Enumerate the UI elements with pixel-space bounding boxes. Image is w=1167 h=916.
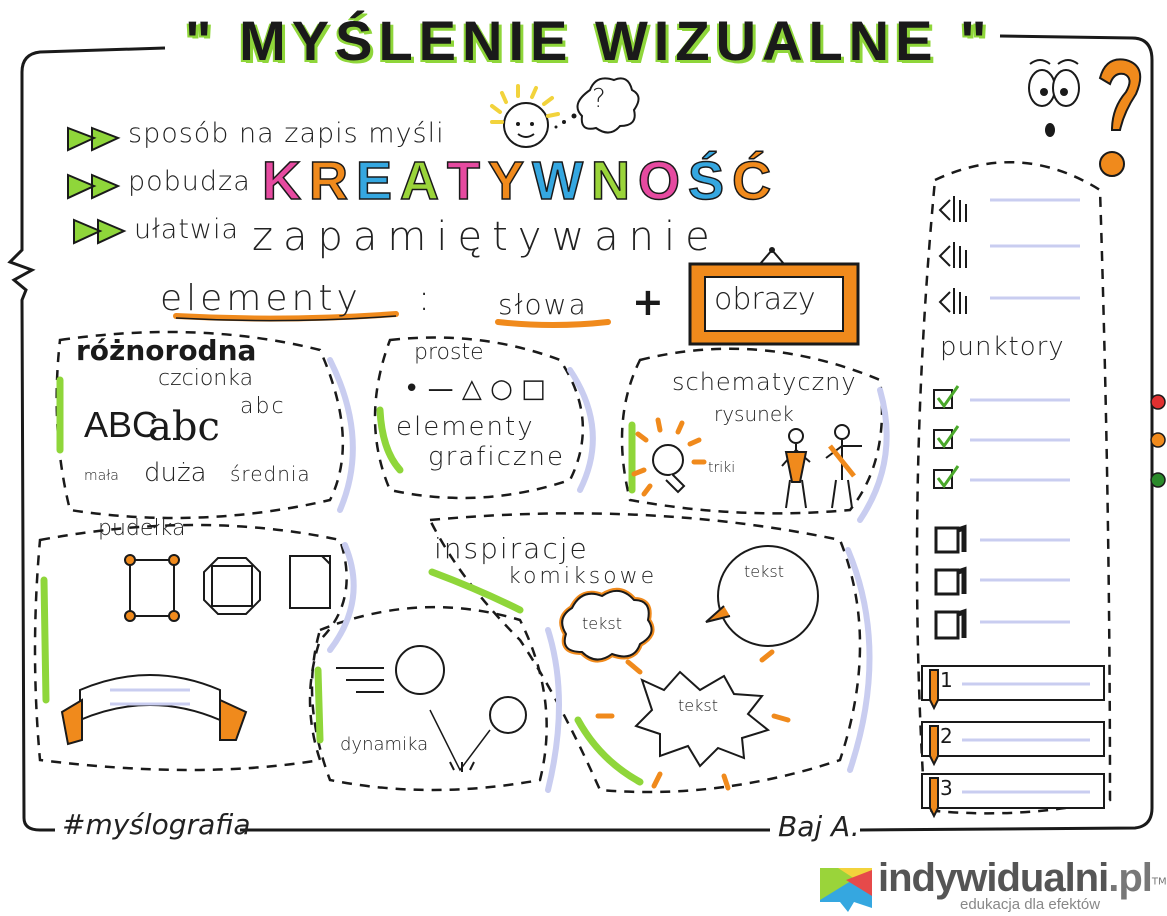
font-sample: abc bbox=[148, 404, 220, 450]
obrazy-label: obrazy bbox=[714, 282, 816, 317]
kreatywnosc-letter: K bbox=[261, 150, 309, 212]
number-label: 1 bbox=[940, 668, 953, 692]
simple-line1: elementy bbox=[396, 412, 535, 442]
fonts-heading: różnorodna bbox=[76, 334, 257, 367]
simple-elements-section-border bbox=[373, 336, 585, 500]
fonts-sub: czcionka bbox=[158, 366, 254, 391]
kreatywnosc-letter: O bbox=[637, 150, 689, 212]
kreatywnosc-letter: A bbox=[399, 150, 448, 212]
number-label: 3 bbox=[940, 776, 953, 800]
kreatywnosc-letter: R bbox=[308, 150, 356, 212]
logo-name: indywidualni bbox=[878, 856, 1109, 900]
kreatywnosc-letter: E bbox=[355, 150, 401, 212]
comic-bubble-text: tekst bbox=[744, 562, 784, 581]
brand-logo[interactable]: indywidualni.plTM bbox=[878, 856, 1167, 901]
thought-cloud-icon bbox=[554, 77, 640, 134]
size-label: duża bbox=[144, 458, 207, 488]
question-bubble-text: ? bbox=[592, 84, 606, 114]
eyes-face-icon bbox=[1028, 59, 1080, 137]
font-sample: ABC bbox=[84, 404, 159, 445]
dynamics-section-border bbox=[310, 605, 548, 792]
kreatywnosc-letter: W bbox=[531, 150, 592, 212]
kreatywnosc-letter: Ś bbox=[687, 150, 733, 212]
simple-shapes: • — △ ○ □ bbox=[404, 374, 546, 404]
comic-bubble-text: tekst bbox=[678, 696, 718, 715]
frame-left-edge bbox=[7, 46, 166, 832]
elements-label: elementy bbox=[160, 278, 362, 319]
picture-frame-icon bbox=[688, 247, 860, 346]
box-frames-icon bbox=[60, 554, 331, 746]
elements-colon: : bbox=[418, 278, 431, 319]
bullet-text: pobudza bbox=[128, 166, 251, 197]
title-text: MYŚLENIE WIZUALNE bbox=[239, 9, 939, 72]
frame-right-edge bbox=[859, 34, 1154, 832]
fonts-section-border bbox=[55, 330, 345, 520]
kreatywnosc-word: KREATYWNOŚĆ bbox=[261, 150, 780, 212]
bullets-panel-label: punktory bbox=[940, 332, 1065, 362]
signature: Baj A. bbox=[778, 810, 860, 843]
slowa-label: słowa bbox=[498, 288, 588, 321]
kreatywnosc-letter: Y bbox=[487, 150, 533, 212]
zapamietywanie-word: zapamiętywanie bbox=[252, 214, 720, 260]
status-dots-icon bbox=[1150, 394, 1166, 488]
bullets-panel-border bbox=[915, 160, 1112, 815]
comic-section-border bbox=[428, 512, 862, 794]
boxes-section-border bbox=[33, 523, 348, 772]
title-quote-open: " bbox=[185, 9, 218, 72]
font-sample: abc bbox=[240, 394, 286, 419]
bullet-text: ułatwia bbox=[134, 214, 240, 245]
sketch-section-border bbox=[620, 347, 884, 515]
kreatywnosc-letter: T bbox=[446, 150, 489, 212]
kreatywnosc-letter: Ć bbox=[731, 150, 780, 212]
size-label: średnia bbox=[230, 462, 311, 486]
comic-line2: komiksowe bbox=[508, 564, 658, 589]
size-label: mała bbox=[84, 468, 119, 484]
hashtag: #myślografia bbox=[62, 808, 251, 841]
plus-sign: + bbox=[632, 280, 664, 324]
comic-line1: inspiracje bbox=[434, 532, 589, 565]
bullet-arrow-icon bbox=[67, 126, 127, 245]
bouncing-ball-icon bbox=[336, 645, 527, 772]
logo-tld: .pl bbox=[1108, 856, 1153, 900]
comic-bubble-text: tekst bbox=[582, 614, 622, 633]
sun-face-icon bbox=[490, 84, 560, 148]
page-title: " MYŚLENIE WIZUALNE " bbox=[185, 8, 1005, 82]
question-mark-icon bbox=[1098, 58, 1142, 177]
square-bullet-icons bbox=[934, 524, 967, 640]
bullet-text: sposób na zapis myśli bbox=[128, 118, 445, 149]
boxes-heading: pudełka bbox=[98, 516, 186, 541]
logo-tm: TM bbox=[1151, 876, 1167, 888]
pointing-hand-icons bbox=[938, 196, 967, 314]
tricks-label: triki bbox=[708, 460, 736, 476]
sketch-line2: rysunek bbox=[714, 402, 794, 426]
checkbox-icons bbox=[933, 385, 960, 489]
brand-logo-icon bbox=[820, 868, 872, 912]
dynamics-label: dynamika bbox=[340, 734, 429, 755]
logo-tagline: edukacja dla efektów bbox=[960, 896, 1101, 913]
numbered-bar-icons bbox=[921, 665, 1105, 819]
sketch-line1: schematyczny bbox=[672, 368, 857, 396]
title-quote-close: " bbox=[960, 9, 993, 72]
simple-heading: proste bbox=[414, 340, 484, 365]
number-label: 2 bbox=[940, 724, 953, 748]
speech-bubbles-icon bbox=[559, 545, 819, 791]
stick-figures-icon bbox=[781, 424, 862, 509]
simple-line2: graficzne bbox=[428, 442, 566, 472]
kreatywnosc-letter: N bbox=[590, 150, 639, 212]
lightbulb-icon bbox=[631, 417, 707, 497]
